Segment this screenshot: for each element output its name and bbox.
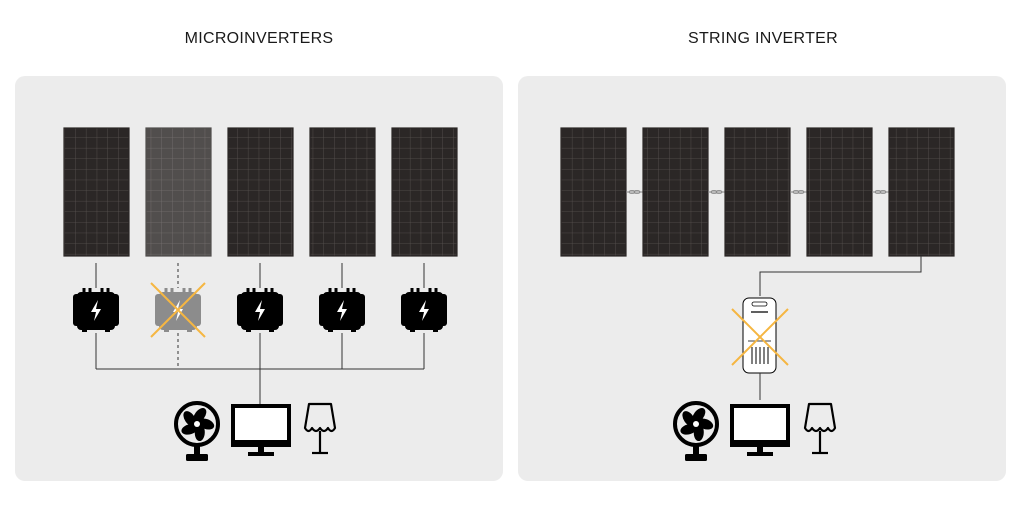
solar-panel <box>391 127 458 257</box>
failure-cross-icon <box>731 308 789 366</box>
solar-panel <box>724 127 791 257</box>
monitor-icon <box>730 404 790 456</box>
lamp-icon <box>303 402 337 455</box>
microinverters-diagram <box>63 127 458 461</box>
solar-panel <box>642 127 709 257</box>
microinverter <box>73 288 119 332</box>
microinverter <box>319 288 365 332</box>
solar-panel <box>309 127 376 257</box>
fan-icon <box>673 401 719 461</box>
microinverters-title: MICROINVERTERS <box>184 30 334 47</box>
lamp-icon <box>803 402 837 455</box>
solar-panel <box>560 127 627 257</box>
fan-icon <box>174 401 220 461</box>
monitor-icon <box>231 404 291 456</box>
solar-panel <box>145 127 212 257</box>
string-inverter-title: STRING INVERTER <box>688 30 838 47</box>
microinverter <box>401 288 447 332</box>
solar-panel <box>63 127 130 257</box>
string-inverter-diagram <box>560 127 955 461</box>
solar-panel <box>227 127 294 257</box>
string-wire <box>759 256 922 296</box>
solar-panel <box>888 127 955 257</box>
solar-panel <box>806 127 873 257</box>
microinverter <box>237 288 283 332</box>
failure-cross-icon <box>150 282 206 338</box>
